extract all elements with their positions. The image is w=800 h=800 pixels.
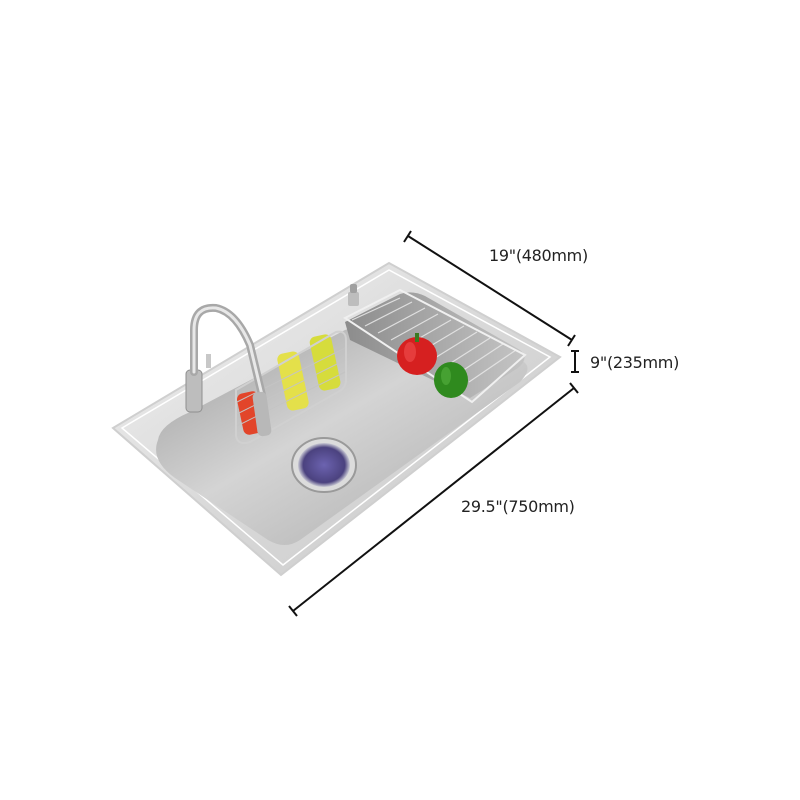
drain-strainer: [291, 437, 357, 493]
width-dimension-line: [407, 235, 573, 341]
dimension-lines: [288, 230, 579, 617]
sink-body: [111, 261, 562, 577]
width-dimension-label: 19"(480mm): [489, 246, 588, 265]
red-pepper: [397, 333, 437, 375]
length-dimension-label: 29.5"(750mm): [461, 497, 575, 516]
green-pepper: [434, 362, 468, 398]
length-dimension-line: [292, 387, 575, 612]
depth-dimension-label: 9"(235mm): [590, 353, 680, 372]
faucet: [185, 303, 272, 437]
soap-dispenser: [348, 284, 359, 306]
